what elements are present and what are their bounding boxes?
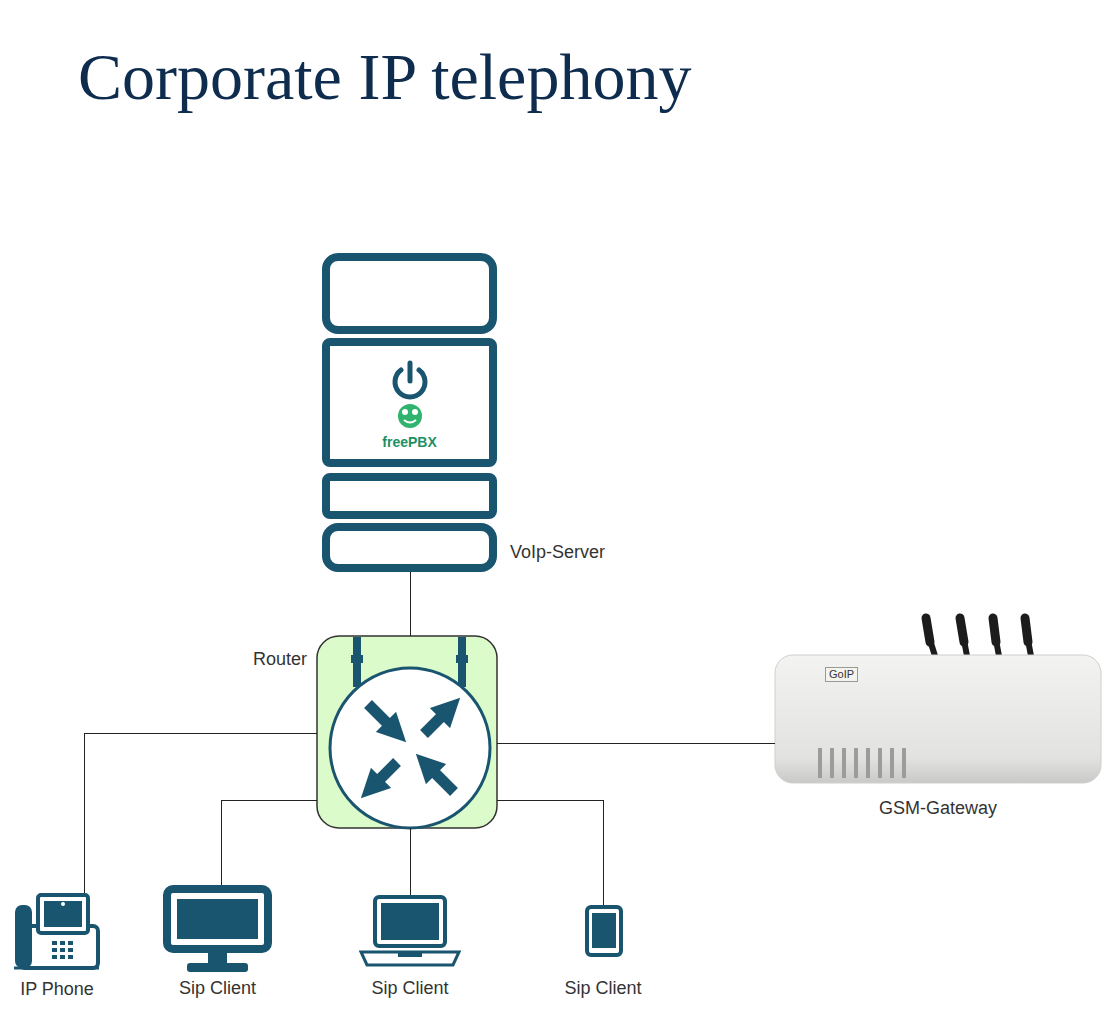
device-badge: GoIP bbox=[825, 667, 858, 682]
voip-server: freePBXVoIp-Server bbox=[322, 253, 497, 572]
gsm-gateway: GoIPGSM-Gateway bbox=[775, 655, 1101, 783]
sip-client: Sip Client bbox=[355, 895, 465, 1001]
node-label: Router bbox=[253, 649, 307, 671]
connector-line bbox=[221, 800, 317, 885]
ip-phone-icon bbox=[14, 895, 99, 968]
node-label: IP Phone bbox=[12, 979, 102, 1001]
connector-line bbox=[497, 800, 603, 905]
node-label: VoIp-Server bbox=[510, 542, 605, 564]
monitor-icon bbox=[167, 889, 268, 972]
router: Router bbox=[317, 636, 497, 828]
router-icon bbox=[317, 636, 497, 828]
laptop-icon bbox=[361, 897, 459, 965]
sip-client: Sip Client bbox=[160, 885, 275, 1001]
connector-line bbox=[84, 733, 317, 893]
diagram-title: Corporate IP telephony bbox=[78, 44, 691, 110]
sip-client: Sip Client bbox=[560, 905, 646, 1001]
freepbx-logo bbox=[398, 404, 422, 428]
logo-text: freePBX bbox=[322, 434, 497, 451]
node-label: Sip Client bbox=[160, 978, 275, 1000]
connector-line bbox=[410, 828, 411, 895]
power-symbol bbox=[395, 363, 425, 397]
ip-phone: IP Phone bbox=[12, 893, 102, 1001]
node-label: Sip Client bbox=[560, 978, 646, 1000]
tablet-icon bbox=[587, 907, 621, 955]
connector-line bbox=[497, 743, 775, 744]
node-label: GSM-Gateway bbox=[775, 798, 1101, 820]
node-label: Sip Client bbox=[355, 978, 465, 1000]
connector-line bbox=[410, 572, 411, 636]
gateway-device bbox=[775, 618, 1101, 783]
server-icon bbox=[326, 257, 493, 568]
